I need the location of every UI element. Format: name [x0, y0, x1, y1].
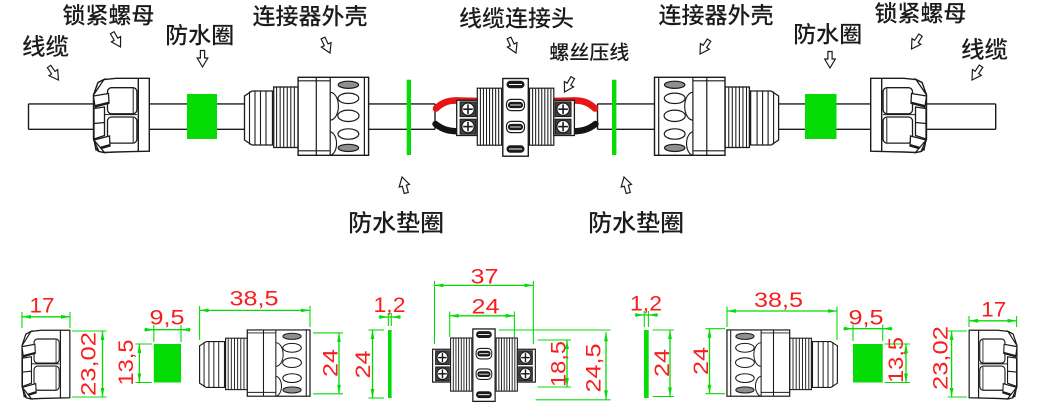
svg-text:24,5: 24,5 — [583, 344, 606, 393]
svg-text:24: 24 — [472, 296, 500, 319]
svg-text:1,2: 1,2 — [630, 293, 662, 316]
svg-text:24: 24 — [651, 349, 674, 377]
svg-text:38,5: 38,5 — [754, 289, 803, 312]
svg-text:24: 24 — [320, 349, 343, 377]
svg-text:24: 24 — [352, 350, 375, 378]
svg-text:38,5: 38,5 — [230, 288, 279, 311]
svg-text:13,5: 13,5 — [115, 340, 138, 386]
svg-text:17: 17 — [30, 295, 55, 318]
svg-text:17: 17 — [981, 299, 1006, 322]
svg-text:13,5: 13,5 — [885, 337, 908, 383]
svg-text:18,5: 18,5 — [548, 341, 571, 387]
svg-text:23,02: 23,02 — [929, 326, 952, 390]
svg-text:1,2: 1,2 — [374, 294, 406, 317]
svg-text:37: 37 — [471, 266, 499, 289]
svg-text:9,5: 9,5 — [150, 307, 185, 330]
svg-text:24: 24 — [690, 347, 713, 375]
svg-text:23,02: 23,02 — [78, 332, 101, 396]
svg-text:9,5: 9,5 — [849, 307, 884, 330]
